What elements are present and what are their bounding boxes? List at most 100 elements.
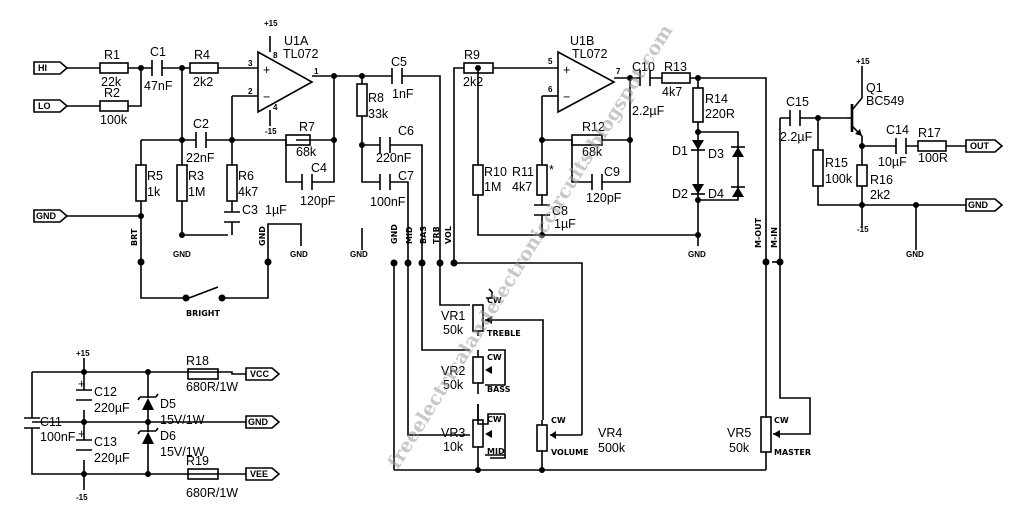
gnd-input-label: GND (36, 211, 57, 221)
zener-d5: D5 15V/1W (137, 393, 205, 427)
diodes: D1 D2 D3 D4 D5 15V/1W D6 15V/1W (137, 140, 745, 459)
watermark: freeelectricalandelectroniccircuits.blog… (384, 21, 678, 473)
svg-text:1µF: 1µF (554, 217, 576, 231)
svg-text:D6: D6 (160, 429, 176, 443)
junction-dots (81, 65, 919, 477)
capacitors: C1 47nF C2 22nF C4 120pF C5 1nF C6 220nF… (24, 45, 909, 465)
svg-text:680R/1W: 680R/1W (186, 380, 238, 394)
rail-labels: GND GND GND GND GND +15 -15 (76, 246, 924, 502)
svg-text:GND: GND (290, 250, 308, 259)
svg-text:VR5: VR5 (727, 426, 751, 440)
svg-text:+15: +15 (76, 349, 90, 358)
svg-text:GND: GND (350, 250, 368, 259)
svg-text:CW: CW (551, 416, 566, 425)
svg-text:680R/1W: 680R/1W (186, 486, 238, 500)
svg-text:33k: 33k (368, 107, 389, 121)
resistor-r17 (917, 140, 947, 152)
resistor-r9 (463, 62, 494, 74)
svg-text:R3: R3 (188, 169, 204, 183)
svg-text:+: + (78, 427, 85, 441)
svg-text:C3: C3 (242, 203, 258, 217)
svg-text:VR4: VR4 (598, 426, 622, 440)
svg-text:1µF: 1µF (265, 203, 287, 217)
resistor-r5 (135, 164, 147, 202)
svg-text:2k2: 2k2 (463, 75, 483, 89)
capacitor-c2 (195, 132, 207, 148)
capacitor-c5 (391, 68, 403, 84)
pot-vr2-bass: CW VR2 50k BASS (441, 350, 511, 394)
svg-text:C2: C2 (193, 117, 209, 131)
svg-text:50k: 50k (443, 378, 464, 392)
svg-text:R13: R13 (664, 60, 687, 74)
svg-text:1: 1 (314, 67, 319, 76)
svg-text:R10: R10 (484, 165, 507, 179)
u1a-part: TL072 (283, 47, 318, 61)
svg-text:+: + (78, 377, 85, 391)
svg-text:R19: R19 (186, 454, 209, 468)
svg-text:VR2: VR2 (441, 364, 465, 378)
svg-text:2k2: 2k2 (870, 188, 890, 202)
svg-text:22k: 22k (101, 75, 122, 89)
svg-text:R11: R11 (512, 165, 534, 179)
hi-label: HI (38, 63, 47, 73)
resistor-r19 (187, 468, 219, 480)
svg-text:3: 3 (248, 59, 253, 68)
transistor-q1: +15 Q1 BC549 -15 (846, 57, 904, 234)
svg-text:R9: R9 (464, 48, 480, 62)
svg-text:1M: 1M (188, 185, 205, 199)
svg-text:10µF: 10µF (878, 155, 907, 169)
svg-text:MASTER: MASTER (774, 448, 811, 457)
capacitor-c4 (301, 174, 313, 190)
hi-connector: HI (33, 61, 69, 75)
pot-vr3-mid: CW VR3 10k MID (441, 404, 505, 456)
vee-label: VEE (250, 469, 268, 479)
svg-text:68k: 68k (582, 145, 603, 159)
svg-text:220nF: 220nF (376, 151, 412, 165)
opamp-u1a: + − 3 2 1 8 4 +15 -15 U1A TL072 (248, 19, 319, 136)
svg-text:BRT: BRT (130, 228, 139, 246)
gnd-supply-connector: GND (245, 415, 281, 429)
svg-text:220µF: 220µF (94, 451, 130, 465)
svg-text:220µF: 220µF (94, 401, 130, 415)
svg-text:R7: R7 (299, 120, 315, 134)
svg-text:10k: 10k (443, 440, 464, 454)
bright-switch: BRIGHT (182, 286, 226, 318)
svg-text:VR1: VR1 (441, 309, 465, 323)
svg-text:50k: 50k (729, 441, 750, 455)
svg-text:4k7: 4k7 (512, 180, 532, 194)
resistor-r3 (176, 164, 188, 202)
diode-d1: D1 (672, 140, 705, 158)
svg-text:C14: C14 (886, 123, 909, 137)
svg-text:100R: 100R (918, 151, 948, 165)
svg-text:CW: CW (487, 353, 502, 362)
svg-text:1nF: 1nF (392, 87, 414, 101)
svg-text:C5: C5 (391, 55, 407, 69)
svg-text:VOL: VOL (444, 226, 453, 244)
svg-text:R16: R16 (870, 173, 893, 187)
svg-text:D5: D5 (160, 397, 176, 411)
gnd-supply-label: GND (248, 417, 269, 427)
svg-text:+: + (563, 63, 570, 77)
opamp-u1b: + − 5 6 7 U1B TL072 (548, 34, 621, 114)
svg-text:-15: -15 (76, 493, 88, 502)
resistor-r16 (856, 164, 868, 187)
svg-text:*: * (549, 163, 554, 177)
svg-text:15V/1W: 15V/1W (160, 445, 205, 459)
out-connector: OUT (965, 139, 1004, 153)
svg-text:VR3: VR3 (441, 426, 465, 440)
svg-text:22nF: 22nF (186, 151, 215, 165)
svg-text:120pF: 120pF (300, 194, 336, 208)
svg-text:D3: D3 (708, 147, 724, 161)
svg-text:GND: GND (173, 250, 191, 259)
svg-text:D1: D1 (672, 144, 688, 158)
diode-d2: D2 (672, 184, 705, 201)
vcc-label: VCC (250, 369, 270, 379)
capacitor-c12 (76, 389, 92, 401)
svg-text:2k2: 2k2 (193, 75, 213, 89)
svg-text:MID: MID (487, 447, 505, 456)
svg-text:68k: 68k (296, 145, 317, 159)
svg-text:GND: GND (258, 226, 267, 246)
resistor-r14 (692, 87, 704, 123)
u1a-vminus: -15 (265, 127, 277, 136)
